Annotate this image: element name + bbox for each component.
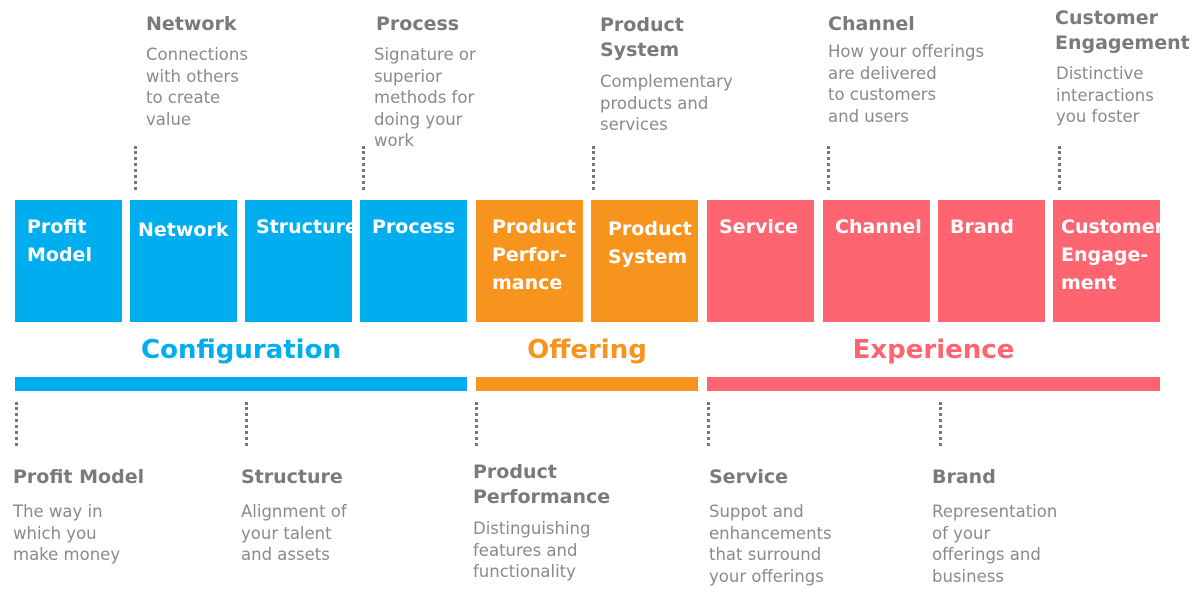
connector-line bbox=[245, 402, 248, 446]
annotation-title: Service bbox=[709, 466, 788, 488]
tile-channel: Channel bbox=[823, 200, 930, 322]
connector-line bbox=[939, 402, 942, 446]
connector-line bbox=[1058, 146, 1061, 190]
tile-network: Network bbox=[130, 200, 237, 322]
tile-customer-engagement: Customer Engage- ment bbox=[1053, 200, 1164, 322]
connector-line bbox=[134, 146, 137, 190]
annotation-description: Representation of your offerings and bus… bbox=[932, 502, 1058, 586]
group-bar-offering bbox=[476, 377, 698, 391]
annotation-title: Process bbox=[376, 13, 460, 35]
annotation-title: Channel bbox=[828, 13, 915, 35]
annotation-description: Suppot and enhancements that surround yo… bbox=[709, 502, 832, 586]
tile-product-system: Product System bbox=[591, 200, 698, 322]
connector-line bbox=[827, 146, 830, 190]
group-label-experience: Experience bbox=[852, 335, 1015, 365]
annotation-title: Network bbox=[146, 13, 237, 35]
connector-line bbox=[475, 402, 478, 446]
group-bar-experience bbox=[707, 377, 1160, 391]
annotation-description: Alignment of your talent and assets bbox=[241, 502, 347, 564]
group-bar-configuration bbox=[15, 377, 467, 391]
annotation-description: Signature or superior methods for doing … bbox=[374, 45, 476, 150]
tile-brand: Brand bbox=[938, 200, 1045, 322]
tile-profit-model: Profit Model bbox=[15, 200, 122, 322]
connector-line bbox=[592, 146, 595, 190]
group-label-offering: Offering bbox=[527, 335, 647, 365]
annotation-description: Distinctive interactions you foster bbox=[1056, 64, 1154, 126]
tile-structure: Structure bbox=[245, 200, 358, 322]
annotation-title: Profit Model bbox=[13, 466, 145, 488]
connector-line bbox=[362, 146, 365, 190]
annotation-description: Distinguishing features and functionalit… bbox=[473, 519, 591, 581]
group-label-configuration: Configuration bbox=[141, 335, 341, 365]
connector-line bbox=[15, 402, 18, 446]
tile-process: Process bbox=[360, 200, 467, 322]
annotation-description: The way in which you make money bbox=[13, 502, 121, 564]
annotation-title: Brand bbox=[932, 466, 996, 488]
annotation-title: Structure bbox=[241, 466, 343, 488]
annotation-description: Complementary products and services bbox=[600, 72, 733, 134]
annotation-description: Connections with others to create value bbox=[146, 45, 248, 129]
tile-service: Service bbox=[707, 200, 814, 322]
annotation-title: Product Performance bbox=[473, 461, 611, 508]
connector-line bbox=[707, 402, 710, 446]
tile-product-performance: Product Perfor- mance bbox=[476, 200, 583, 322]
annotation-description: How your offerings are delivered to cust… bbox=[828, 42, 985, 126]
annotation-title: Customer Engagement bbox=[1055, 7, 1190, 54]
annotation-title: Product System bbox=[600, 14, 684, 61]
